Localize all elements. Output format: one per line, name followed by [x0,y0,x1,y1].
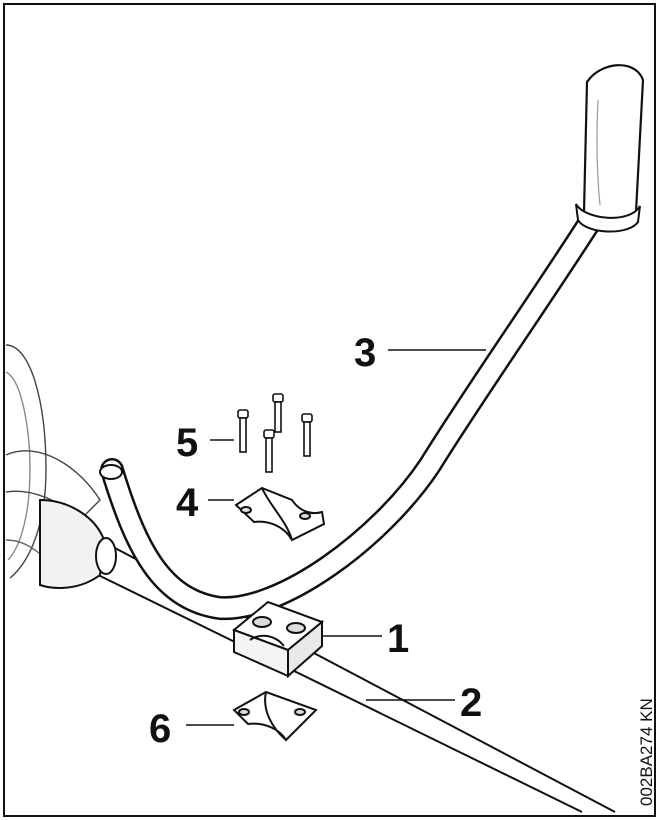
leader-lines [186,349,486,726]
callout-1: 1 [387,617,409,661]
screw-3 [301,413,313,457]
clamp-upper-plate [234,486,326,542]
figure-reference: 002BA274 KN [637,698,656,806]
clamp-housing [232,600,324,679]
handle-grip [575,64,645,233]
screw-1 [237,409,249,453]
callout-6: 6 [149,707,171,751]
figure-border [3,3,656,817]
screw-2 [272,393,284,433]
screw-4 [263,429,275,473]
screws [237,393,313,473]
callout-4: 4 [176,481,199,525]
clamp-bottom-plate [232,690,318,742]
callout-3: 3 [354,331,376,375]
callout-2: 2 [460,681,482,725]
handle-bar [99,64,645,621]
callout-5: 5 [176,421,198,465]
